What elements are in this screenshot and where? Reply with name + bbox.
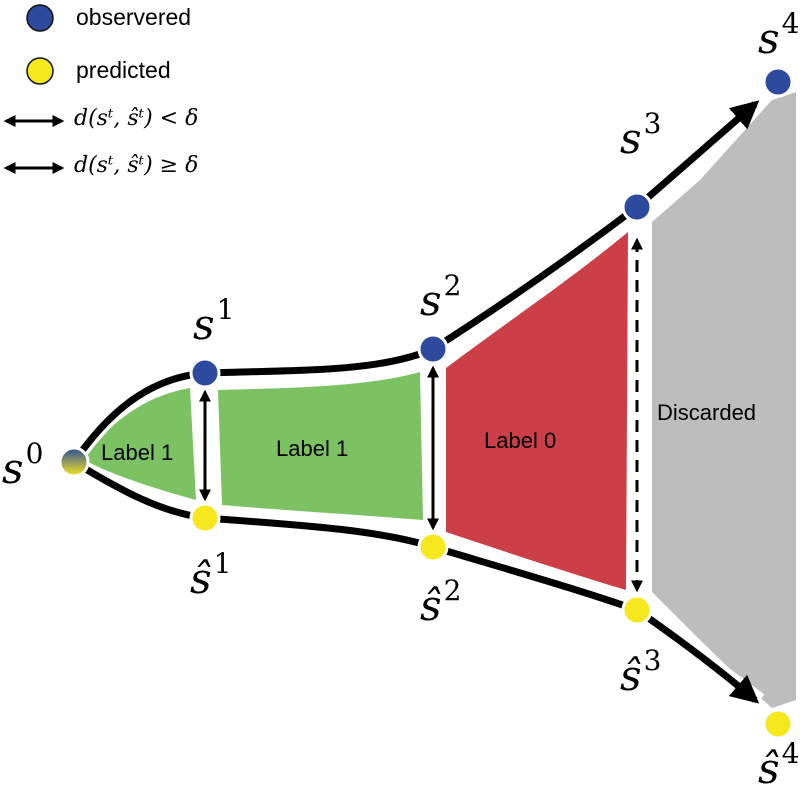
- node-label-s0: s0: [2, 437, 44, 493]
- node-sh1: [189, 502, 221, 534]
- node-label-sh4: ŝ4: [758, 737, 800, 793]
- region-discarded: [652, 92, 796, 708]
- region-discarded-text: Discarded: [657, 400, 757, 425]
- node-label-s4: s4: [758, 7, 800, 63]
- region-label1-b-text: Label 1: [276, 436, 349, 461]
- legend-observed-label: observered: [76, 4, 192, 30]
- region-label1-a-text: Label 1: [101, 440, 174, 465]
- node-label-s2: s2: [420, 269, 462, 325]
- node-s0: [58, 446, 90, 478]
- node-sh2: [417, 531, 449, 563]
- node-sh4: [762, 708, 794, 740]
- node-s1: [189, 357, 221, 389]
- node-label-sh3: ŝ3: [620, 644, 662, 700]
- node-label-sh1: ŝ1: [190, 547, 232, 603]
- node-label-s1: s1: [193, 293, 235, 349]
- legend-predicted-dot: [26, 57, 54, 85]
- legend-solid-arrow-label: d(sᵗ, ŝᵗ) < δ: [74, 106, 199, 131]
- region-label0: [446, 232, 628, 590]
- node-s2: [417, 333, 449, 365]
- legend-dashed-arrow-label: d(sᵗ, ŝᵗ) ≥ δ: [74, 153, 199, 178]
- legend-observed-dot: [26, 4, 54, 32]
- legend-predicted-label: predicted: [76, 57, 171, 83]
- node-label-s3: s3: [620, 107, 662, 163]
- node-label-sh2: ŝ2: [420, 574, 462, 630]
- region-label1-b: [218, 372, 423, 520]
- region-label0-text: Label 0: [484, 428, 557, 453]
- region-label1-a: [88, 388, 196, 500]
- node-s3: [621, 191, 653, 223]
- observed-trajectory-line: [71, 100, 760, 464]
- node-s4: [762, 66, 794, 98]
- node-sh3: [621, 594, 653, 626]
